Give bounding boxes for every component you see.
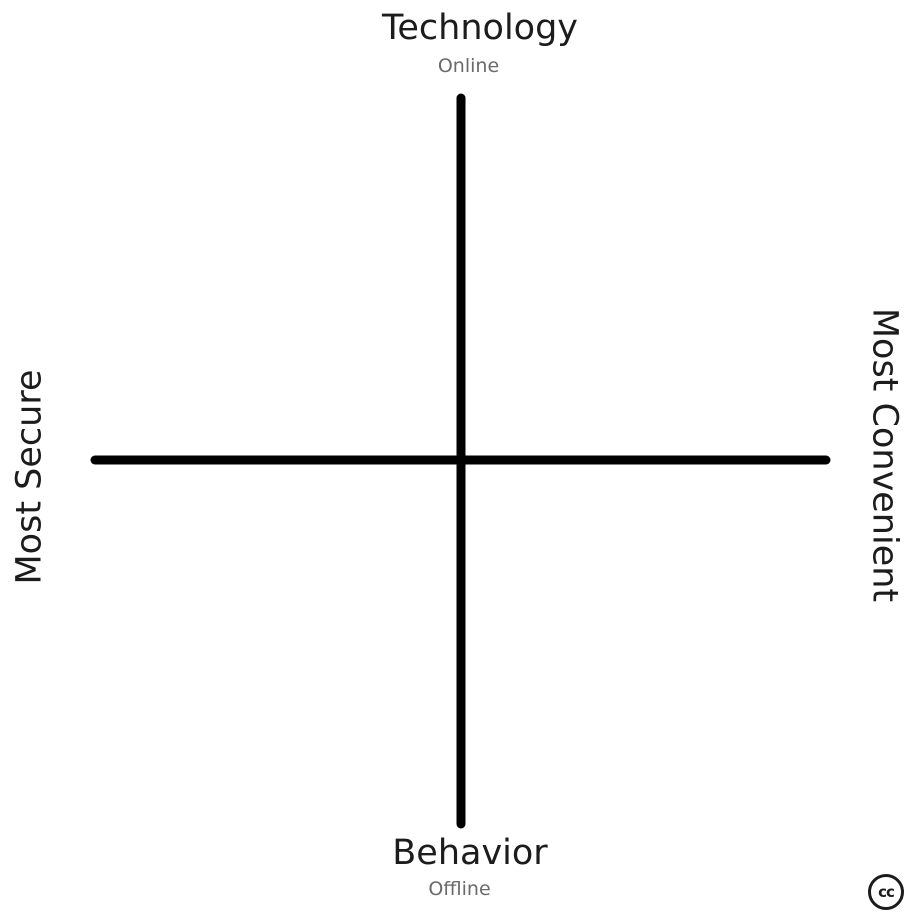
axis-top-subtitle: Online [437, 55, 500, 77]
axis-bottom-title: Behavior [392, 833, 548, 873]
axis-left-label: Most Secure [9, 369, 50, 585]
axis-bottom-subtitle: Offline [428, 878, 491, 900]
axis-right-label: Most Convenient [864, 307, 905, 603]
axis-top-title: Technology [381, 8, 579, 48]
creative-commons-icon: cc [868, 874, 904, 910]
